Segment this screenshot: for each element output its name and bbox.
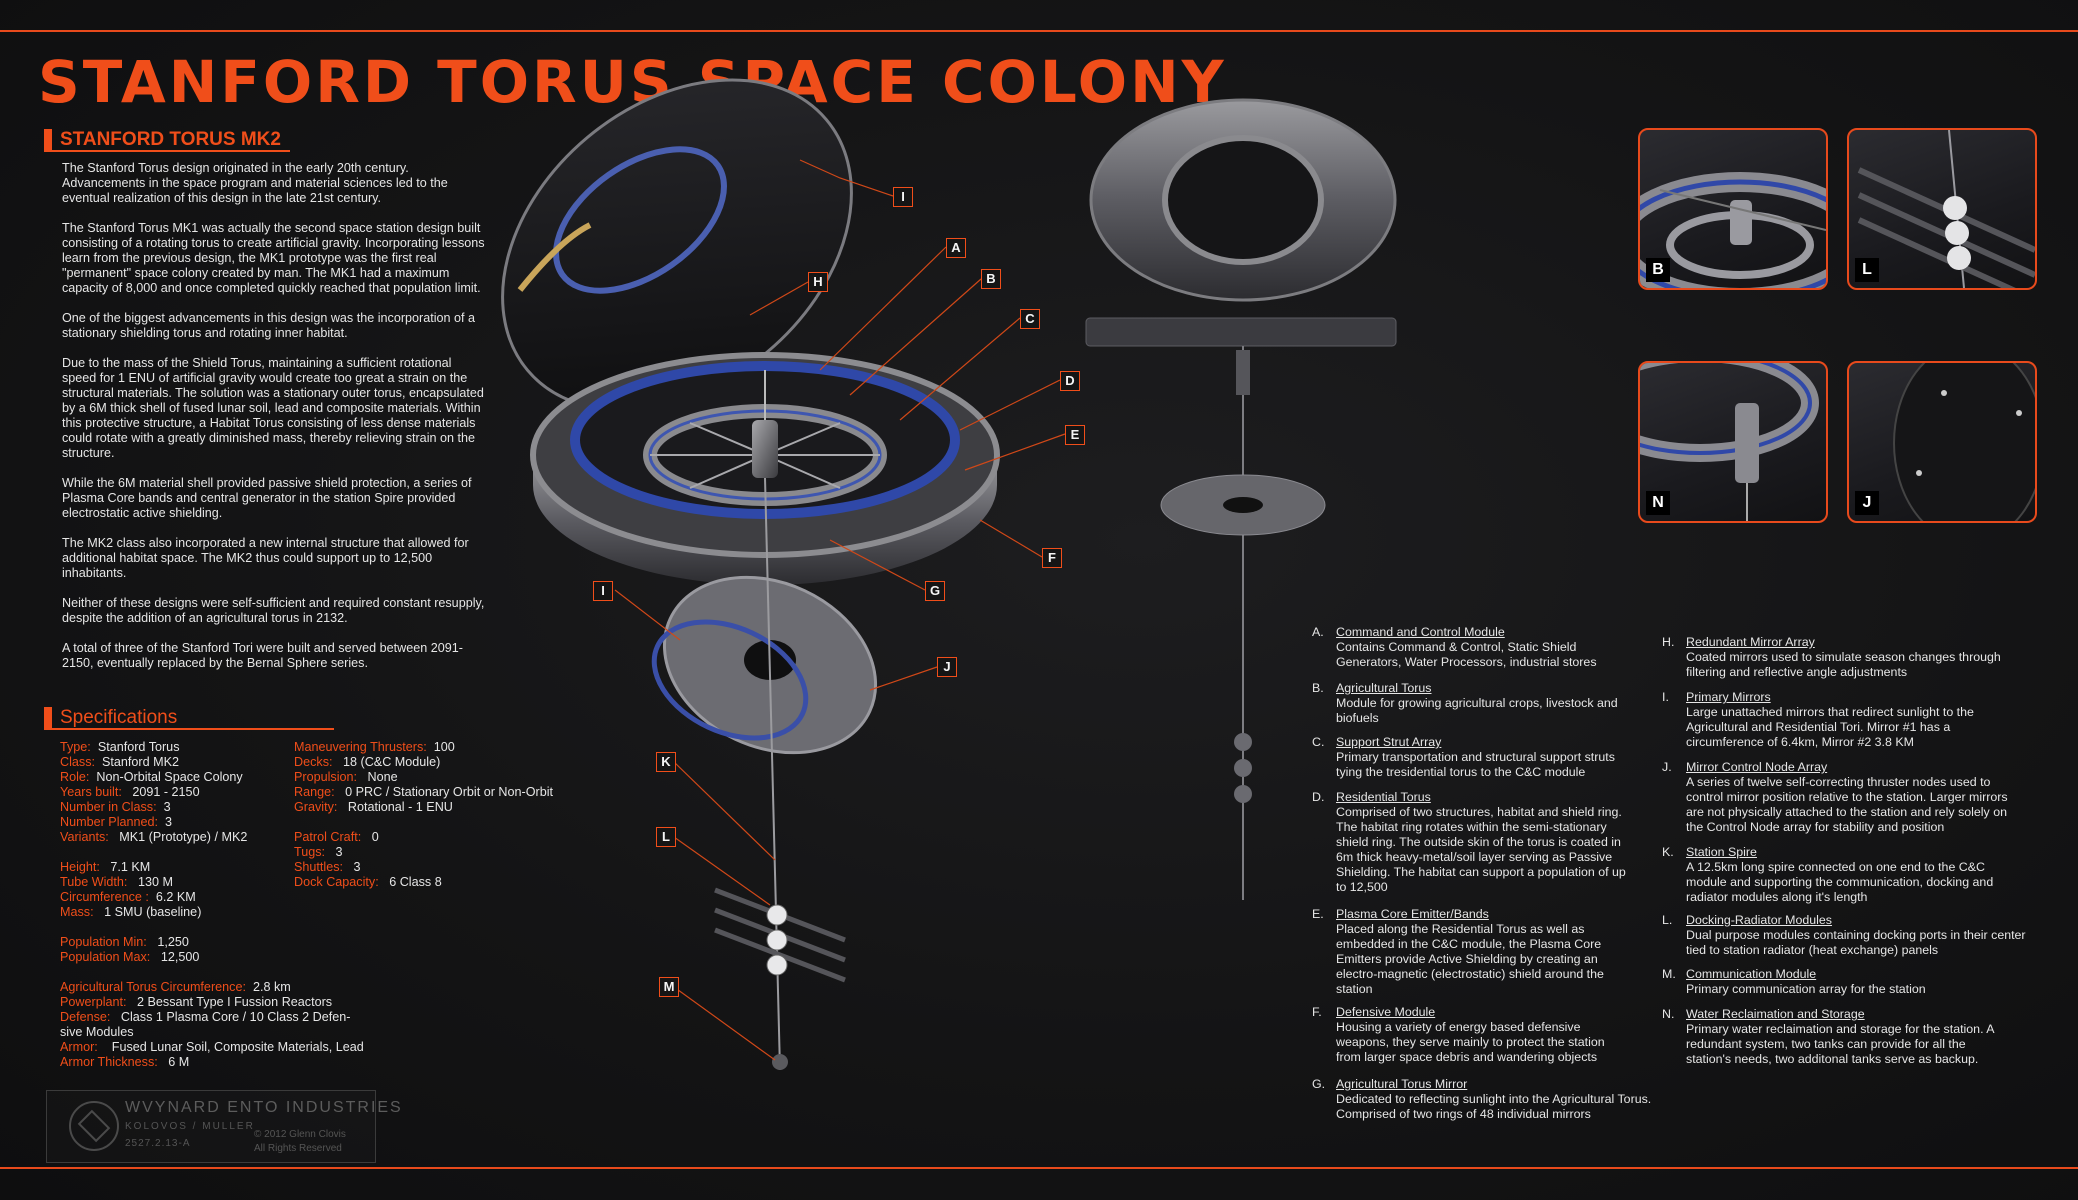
spec-row: Population Min: 1,250 [60, 935, 189, 949]
callout-label: E [1065, 425, 1085, 445]
callout-label: I [593, 581, 613, 601]
spec-row: Tube Width: 130 M [60, 875, 173, 889]
thumbnail-label: B [1646, 258, 1670, 282]
specs-heading: Specifications [44, 707, 334, 730]
spec-row: Population Max: 12,500 [60, 950, 200, 964]
callout-label: H [808, 272, 828, 292]
top-border-line [0, 30, 2078, 32]
spec-row: Gravity: Rotational - 1 ENU [294, 800, 453, 814]
intro-paragraph: While the 6M material shell provided pas… [62, 476, 472, 520]
spec-row: Propulsion: None [294, 770, 398, 784]
intro-paragraph: One of the biggest advancements in this … [62, 311, 476, 340]
bottom-border-line [0, 1167, 2078, 1169]
rights: All Rights Reserved [254, 1143, 342, 1154]
callout-label: C [1020, 309, 1040, 329]
intro-heading-text: STANFORD TORUS MK2 [60, 129, 281, 150]
intro-paragraph: Due to the mass of the Shield Torus, mai… [62, 356, 484, 460]
callout-label: G [925, 581, 945, 601]
spec-row: Circumference : 6.2 KM [60, 890, 196, 904]
company-emblem-icon [69, 1101, 119, 1151]
copyright: © 2012 Glenn Clovis [254, 1129, 346, 1140]
spec-row: Number Planned: 3 [60, 815, 173, 829]
spec-row: Armor: Fused Lunar Soil, Composite Mater… [60, 1040, 364, 1054]
callout-label: J [937, 657, 957, 677]
callout-label: K [656, 752, 676, 772]
spec-row: Agricultural Torus Circumference: 2.8 km [60, 980, 291, 994]
detail-thumbnail-b[interactable]: B [1638, 128, 1828, 290]
callout-label: M [659, 977, 679, 997]
company-sub: KOLOVOS / MULLER [125, 1121, 255, 1132]
callout-leaders [614, 159, 1066, 1061]
company-logo: WVYNARD ENTO INDUSTRIES KOLOVOS / MULLER… [46, 1090, 401, 1163]
spec-row: Years built: 2091 - 2150 [60, 785, 200, 799]
callout-label: D [1060, 371, 1080, 391]
intro-text: The Stanford Torus design originated in … [62, 161, 488, 686]
spec-row: Type: Stanford Torus [60, 740, 180, 754]
spec-row: Range: 0 PRC / Stationary Orbit or Non-O… [294, 785, 553, 799]
station-spire [714, 477, 846, 1071]
spec-row: Maneuvering Thrusters: 100 [294, 740, 455, 754]
intro-paragraph: Neither of these designs were self-suffi… [62, 596, 485, 625]
callout-label: L [656, 827, 676, 847]
spec-row: Role: Non-Orbital Space Colony [60, 770, 243, 784]
spec-row: sive Modules [60, 1025, 134, 1039]
company-name: WVYNARD ENTO INDUSTRIES [125, 1099, 403, 1116]
spec-row: Dock Capacity: 6 Class 8 [294, 875, 442, 889]
spec-row: Class: Stanford MK2 [60, 755, 180, 769]
spec-row: Armor Thickness: 6 M [60, 1055, 190, 1069]
spec-row: Number in Class: 3 [60, 800, 171, 814]
intro-paragraph: A total of three of the Stanford Tori we… [62, 641, 463, 670]
residential-torus [530, 352, 1000, 585]
spec-row: Tugs: 3 [294, 845, 343, 859]
detail-thumbnail-l[interactable]: L [1847, 128, 2037, 290]
callout-label: A [946, 238, 966, 258]
intro-paragraph: The Stanford Torus MK1 was actually the … [62, 221, 485, 295]
intro-paragraph: The MK2 class also incorporated a new in… [62, 536, 469, 580]
thumbnail-label: L [1855, 258, 1879, 282]
specs-heading-text: Specifications [60, 707, 178, 728]
detail-thumbnail-j[interactable]: J [1847, 361, 2037, 523]
side-view-station [1085, 98, 1397, 900]
spec-row: Powerplant: 2 Bessant Type I Fussion Rea… [60, 995, 333, 1009]
intro-paragraph: The Stanford Torus design originated in … [62, 161, 448, 205]
callout-label: B [981, 269, 1001, 289]
callout-label: F [1042, 548, 1062, 568]
spec-row: Patrol Craft: 0 [294, 830, 379, 844]
spec-row: Defense: Class 1 Plasma Core / 10 Class … [60, 1010, 351, 1024]
document-code: 2527.2.13-A [125, 1138, 191, 1149]
spec-row: Variants: MK1 (Prototype) / MK2 [60, 830, 248, 844]
spec-row: Height: 7.1 KM [60, 860, 151, 874]
page-title: STANFORD TORUS SPACE COLONY [38, 48, 1227, 116]
callout-label: I [893, 187, 913, 207]
spec-row: Shuttles: 3 [294, 860, 361, 874]
intro-heading: STANFORD TORUS MK2 [44, 129, 290, 152]
spec-row: Decks: 18 (C&C Module) [294, 755, 441, 769]
thumbnail-label: J [1855, 491, 1879, 515]
detail-thumbnail-n[interactable]: N [1638, 361, 1828, 523]
spec-row: Mass: 1 SMU (baseline) [60, 905, 202, 919]
thumbnail-label: N [1646, 491, 1670, 515]
